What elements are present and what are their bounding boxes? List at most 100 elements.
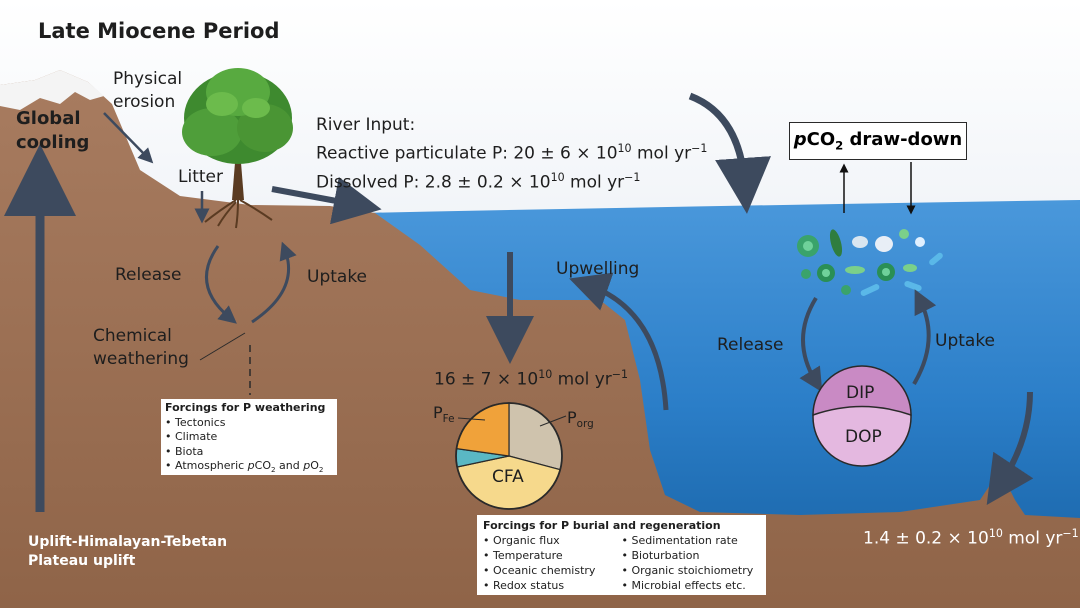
forcing-item: • Bioturbation — [621, 549, 700, 562]
outflow-label: 1.4 ± 0.2 × 1010 mol yr−1 — [863, 527, 1079, 549]
dissolved-value: 2.8 ± 0.2 × 10 — [424, 172, 551, 193]
outflow-arrow — [986, 391, 1034, 505]
forcing-item-text: Sedimentation rate — [631, 534, 738, 547]
river-input-arrow — [271, 177, 382, 225]
forcing-item-text: Temperature — [493, 549, 563, 562]
porg-leader — [539, 415, 567, 427]
weathering-leader — [199, 332, 246, 361]
burial-forcings-left: • Organic flux • Temperature • Oceanic c… — [483, 533, 622, 593]
porg-label: Porg — [567, 408, 594, 430]
forcing-item: • Sedimentation rate — [621, 534, 738, 547]
land-release-label: Release — [115, 265, 182, 285]
physical-erosion-label: Physical erosion — [113, 69, 183, 112]
forcing-item-text: Bioturbation — [631, 549, 700, 562]
land-uptake-label: Uptake — [307, 267, 368, 287]
upwelling-arrow — [569, 272, 669, 411]
pco2-main: CO — [806, 129, 836, 150]
page-title: Late Miocene Period — [38, 19, 280, 43]
burial-value: 16 ± 7 × 10 — [434, 369, 539, 390]
uplift-label: Uplift-Himalayan-Tebetan Plateau uplift — [28, 533, 227, 571]
weathering-forcings-heading: Forcings for P weathering — [165, 401, 326, 414]
dip-label: DIP — [846, 383, 875, 403]
forcing-item-text: Tectonics — [175, 415, 226, 429]
pfe-label: PFe — [433, 403, 454, 425]
reactive-unit-exp: −1 — [691, 142, 708, 155]
co-sub: 2 — [271, 465, 276, 475]
plankton-icons — [797, 229, 943, 296]
reactive-p-line: Reactive particulate P: 20 ± 6 × 1010 mo… — [316, 137, 707, 166]
reactive-unit: mol yr — [631, 143, 692, 164]
co-text: CO — [254, 459, 271, 472]
land-uptake-arrow — [251, 241, 297, 324]
italic-p: p — [303, 459, 311, 472]
forcing-item: • Redox status — [483, 579, 565, 592]
litter-label: Litter — [178, 167, 223, 187]
forcing-item: • Organic flux — [483, 534, 560, 547]
burial-forcings-box: Forcings for P burial and regeneration •… — [477, 515, 766, 595]
forcing-item: • Temperature — [483, 549, 563, 562]
pco2-prefix: p — [793, 129, 807, 150]
burial-forcings-heading: Forcings for P burial and regeneration — [483, 519, 721, 532]
chemical-weathering-label: Chemical weathering — [93, 326, 189, 369]
italic-p: p — [247, 459, 255, 472]
ocean-uptake-label: Uptake — [935, 331, 996, 351]
burial-forcings-right: • Sedimentation rate • Bioturbation • Or… — [622, 533, 761, 593]
uplift-line2: Plateau uplift — [28, 553, 136, 569]
dissolved-exp: 10 — [550, 170, 565, 184]
dissolved-unit-exp: −1 — [624, 170, 641, 184]
dissolved-p-line: Dissolved P: 2.8 ± 0.2 × 1010 mol yr−1 — [316, 166, 707, 195]
porg-sub: org — [576, 418, 594, 431]
dissolved-unit: mol yr — [564, 172, 625, 193]
forcing-item: • Climate — [165, 430, 218, 443]
outflow-value: 1.4 ± 0.2 × 10 — [863, 528, 989, 549]
reactive-label: Reactive particulate P: — [316, 143, 514, 164]
ocean-release-arrow — [799, 296, 823, 393]
pco2-drawdown-box: pCO2 draw-down — [789, 122, 967, 160]
forcing-item: • Oceanic chemistry — [483, 564, 596, 577]
forcing-item-text: Climate — [175, 430, 218, 443]
tree-icon — [182, 68, 293, 229]
dissolved-label: Dissolved P: — [316, 172, 425, 193]
pco2-sub: 2 — [835, 138, 844, 153]
global-cooling-label: Global cooling — [16, 108, 90, 153]
burial-unit-exp: −1 — [611, 368, 629, 381]
pfe-leader — [457, 417, 486, 421]
o-sub: 2 — [318, 465, 324, 475]
erosion-arrow — [103, 112, 154, 164]
upwelling-label: Upwelling — [556, 259, 640, 279]
dop-label: DOP — [845, 427, 882, 447]
burial-exp: 10 — [538, 368, 553, 381]
land-release-arrow — [204, 245, 237, 324]
forcing-item-text: Organic stoichiometry — [631, 564, 754, 577]
forcing-item-text: Microbial effects etc. — [631, 579, 746, 592]
and-text: and — [275, 459, 304, 472]
forcing-item-text: Redox status — [493, 579, 565, 592]
atmosphere-arrow — [688, 92, 771, 214]
outflow-unit-exp: −1 — [1062, 527, 1079, 540]
forcing-item: • Microbial effects etc. — [621, 579, 746, 592]
porg-main: P — [567, 408, 577, 427]
river-input-label: River Input: Reactive particulate P: 20 … — [316, 113, 707, 194]
dip-dop-circle — [812, 365, 912, 467]
burial-pie-chart — [455, 402, 563, 510]
pco2-suffix: draw-down — [843, 129, 963, 150]
reactive-exp: 10 — [617, 142, 632, 155]
forcing-item-text: Organic flux — [493, 534, 560, 547]
pfe-main: P — [433, 403, 443, 422]
burial-forcings-columns: • Organic flux • Temperature • Oceanic c… — [483, 533, 760, 593]
forcing-item-text: Atmospheric — [175, 459, 248, 472]
forcing-item: • Organic stoichiometry — [621, 564, 754, 577]
forcing-item: • Biota — [165, 444, 204, 458]
river-heading: River Input: — [316, 115, 416, 135]
outflow-exp: 10 — [988, 527, 1003, 540]
outflow-unit: mol yr — [1002, 528, 1063, 549]
burial-flux-label: 16 ± 7 × 1010 mol yr−1 — [434, 368, 628, 390]
ocean-release-label: Release — [717, 335, 784, 355]
cfa-label: CFA — [492, 467, 524, 487]
burial-unit: mol yr — [552, 369, 612, 390]
uplift-line1: Uplift-Himalayan-Tebetan — [28, 534, 228, 550]
weathering-forcings-box: Forcings for P weathering • Tectonics • … — [161, 399, 337, 475]
o-text: O — [310, 459, 319, 472]
snow-cap — [0, 70, 104, 110]
